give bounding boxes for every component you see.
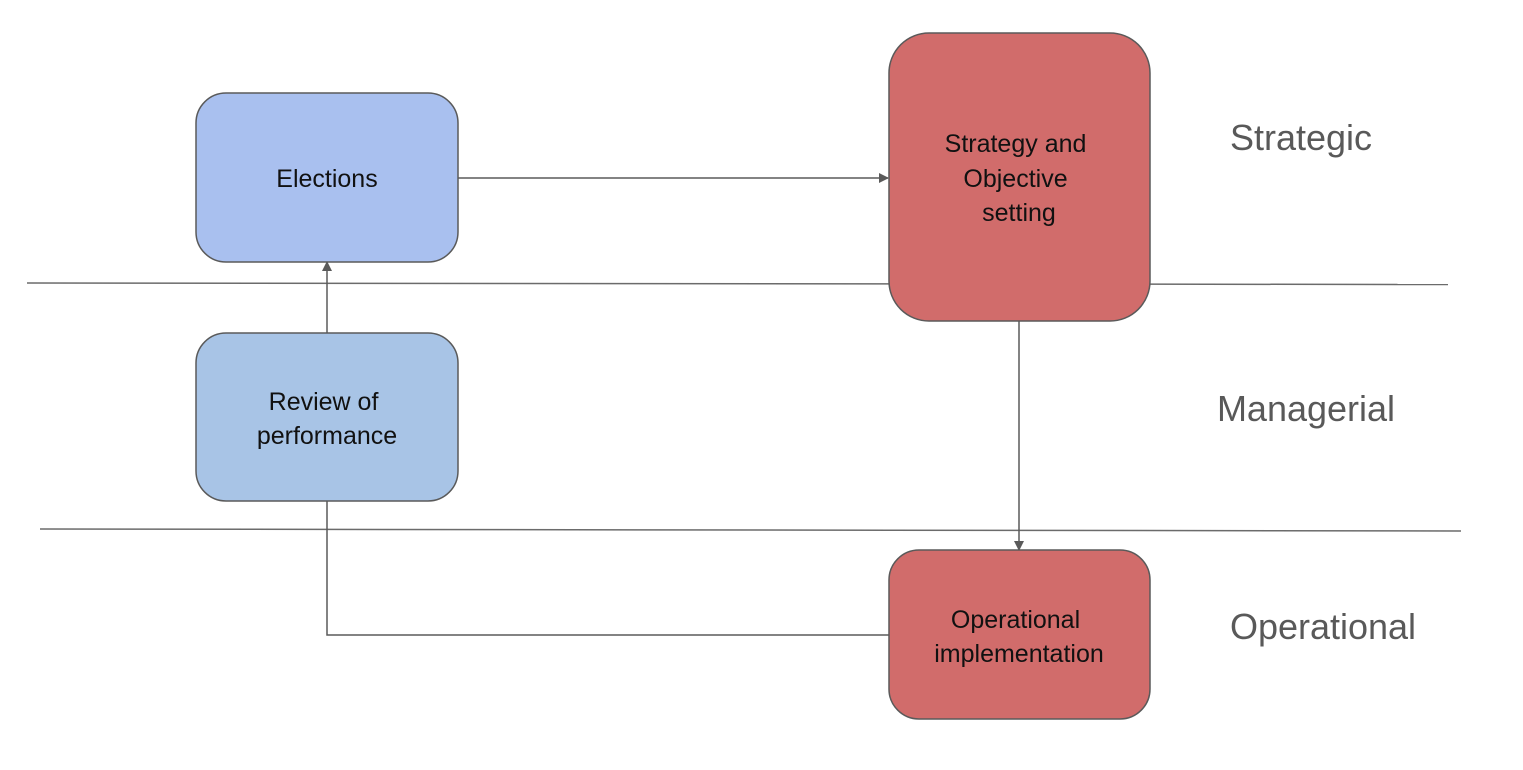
node-review-box — [195, 332, 459, 502]
node-elections[interactable]: Elections — [195, 92, 459, 263]
lane-label-operational: Operational — [1230, 606, 1416, 647]
node-review-label-line-2: performance — [257, 422, 397, 450]
svg-text:Strategy and Objective: Strategy and Objective setting — [945, 130, 1094, 227]
node-strategy-label-line-2: Objective — [963, 165, 1067, 193]
node-operational-label-line-2: implementation — [934, 640, 1104, 668]
node-elections-box — [195, 92, 459, 263]
svg-text:Review of performance: Review of performance — [257, 388, 397, 450]
node-operational-label-line-1: Operational — [951, 606, 1080, 634]
lane-label-managerial: Managerial — [1217, 388, 1395, 429]
node-strategy[interactable]: Strategy and Objective setting — [888, 32, 1151, 322]
node-review[interactable]: Review of performance — [195, 332, 459, 502]
lane-divider-top — [26, 282, 1449, 286]
svg-text:Elections: Elections — [276, 165, 377, 193]
svg-text:Operational implementati: Operational implementation — [934, 606, 1104, 668]
lane-divider-bottom — [39, 528, 1462, 532]
node-strategy-label-line-3: setting — [982, 199, 1056, 227]
lane-label-strategic: Strategic — [1230, 117, 1372, 158]
node-strategy-box — [888, 32, 1151, 322]
node-operational[interactable]: Operational implementation — [888, 549, 1151, 720]
node-operational-box — [888, 549, 1151, 720]
node-elections-label: Elections — [276, 165, 377, 193]
connector-operational-to-review — [326, 501, 889, 636]
node-strategy-label-line-1: Strategy and — [945, 130, 1087, 158]
node-review-label-line-1: Review of — [269, 388, 379, 416]
